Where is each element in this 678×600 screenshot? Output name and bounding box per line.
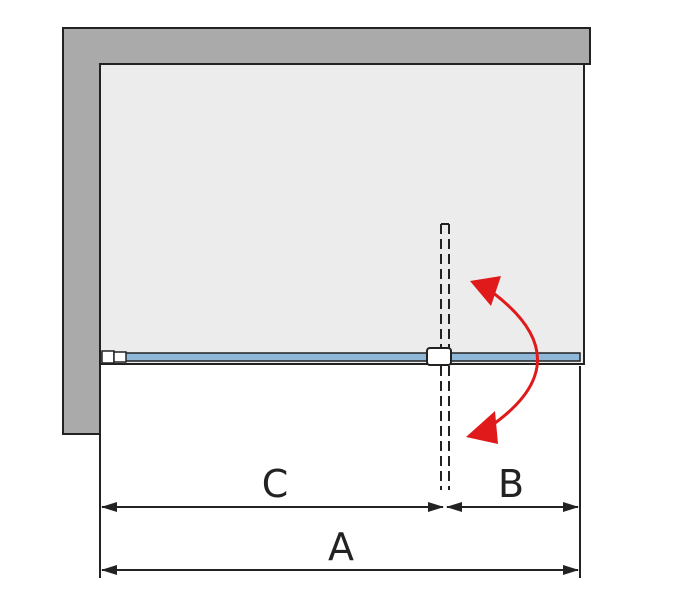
curved-double-arrow-icon (466, 276, 539, 444)
door-inward-position (440, 223, 450, 348)
wall-profile-clip (113, 351, 127, 363)
door-outward-position (440, 366, 450, 490)
glass-panel (101, 352, 581, 362)
dimension-a-label: A (328, 525, 354, 569)
dimension-c-label: C (262, 462, 289, 506)
wall-profile (101, 350, 115, 364)
extension-lines (99, 366, 581, 578)
dimension-b-label: B (498, 462, 524, 506)
shower-floor (99, 63, 585, 365)
door-hinge (426, 347, 452, 366)
